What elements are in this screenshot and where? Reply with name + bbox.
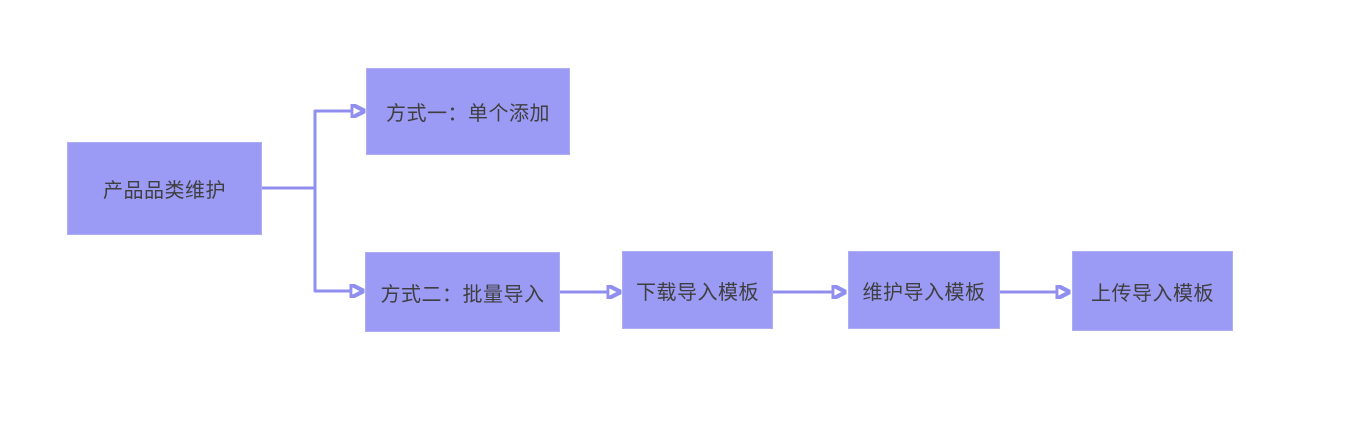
- flow-node-method-1-single-add: 方式一：单个添加: [366, 68, 570, 155]
- flow-node-label: 维护导入模板: [862, 281, 986, 304]
- flow-node-download-import-template: 下载导入模板: [622, 251, 773, 329]
- flow-node-label: 方式一：单个添加: [386, 103, 550, 125]
- connector-root-to-method1-arrow: [313, 111, 352, 188]
- flow-node-method-2-batch-import: 方式二：批量导入: [365, 252, 560, 332]
- flow-node-label: 产品品类维护: [103, 180, 226, 202]
- flow-node-label: 上传导入模板: [1091, 282, 1214, 305]
- flow-node-label: 方式二：批量导入: [380, 283, 545, 306]
- flow-node-product-category-maintenance: 产品品类维护: [67, 142, 262, 235]
- flow-node-label: 下载导入模板: [636, 281, 759, 304]
- connector-root-to-method2-arrow: [313, 188, 351, 291]
- flow-node-upload-import-template: 上传导入模板: [1072, 251, 1233, 331]
- flow-node-maintain-import-template: 维护导入模板: [848, 251, 1000, 329]
